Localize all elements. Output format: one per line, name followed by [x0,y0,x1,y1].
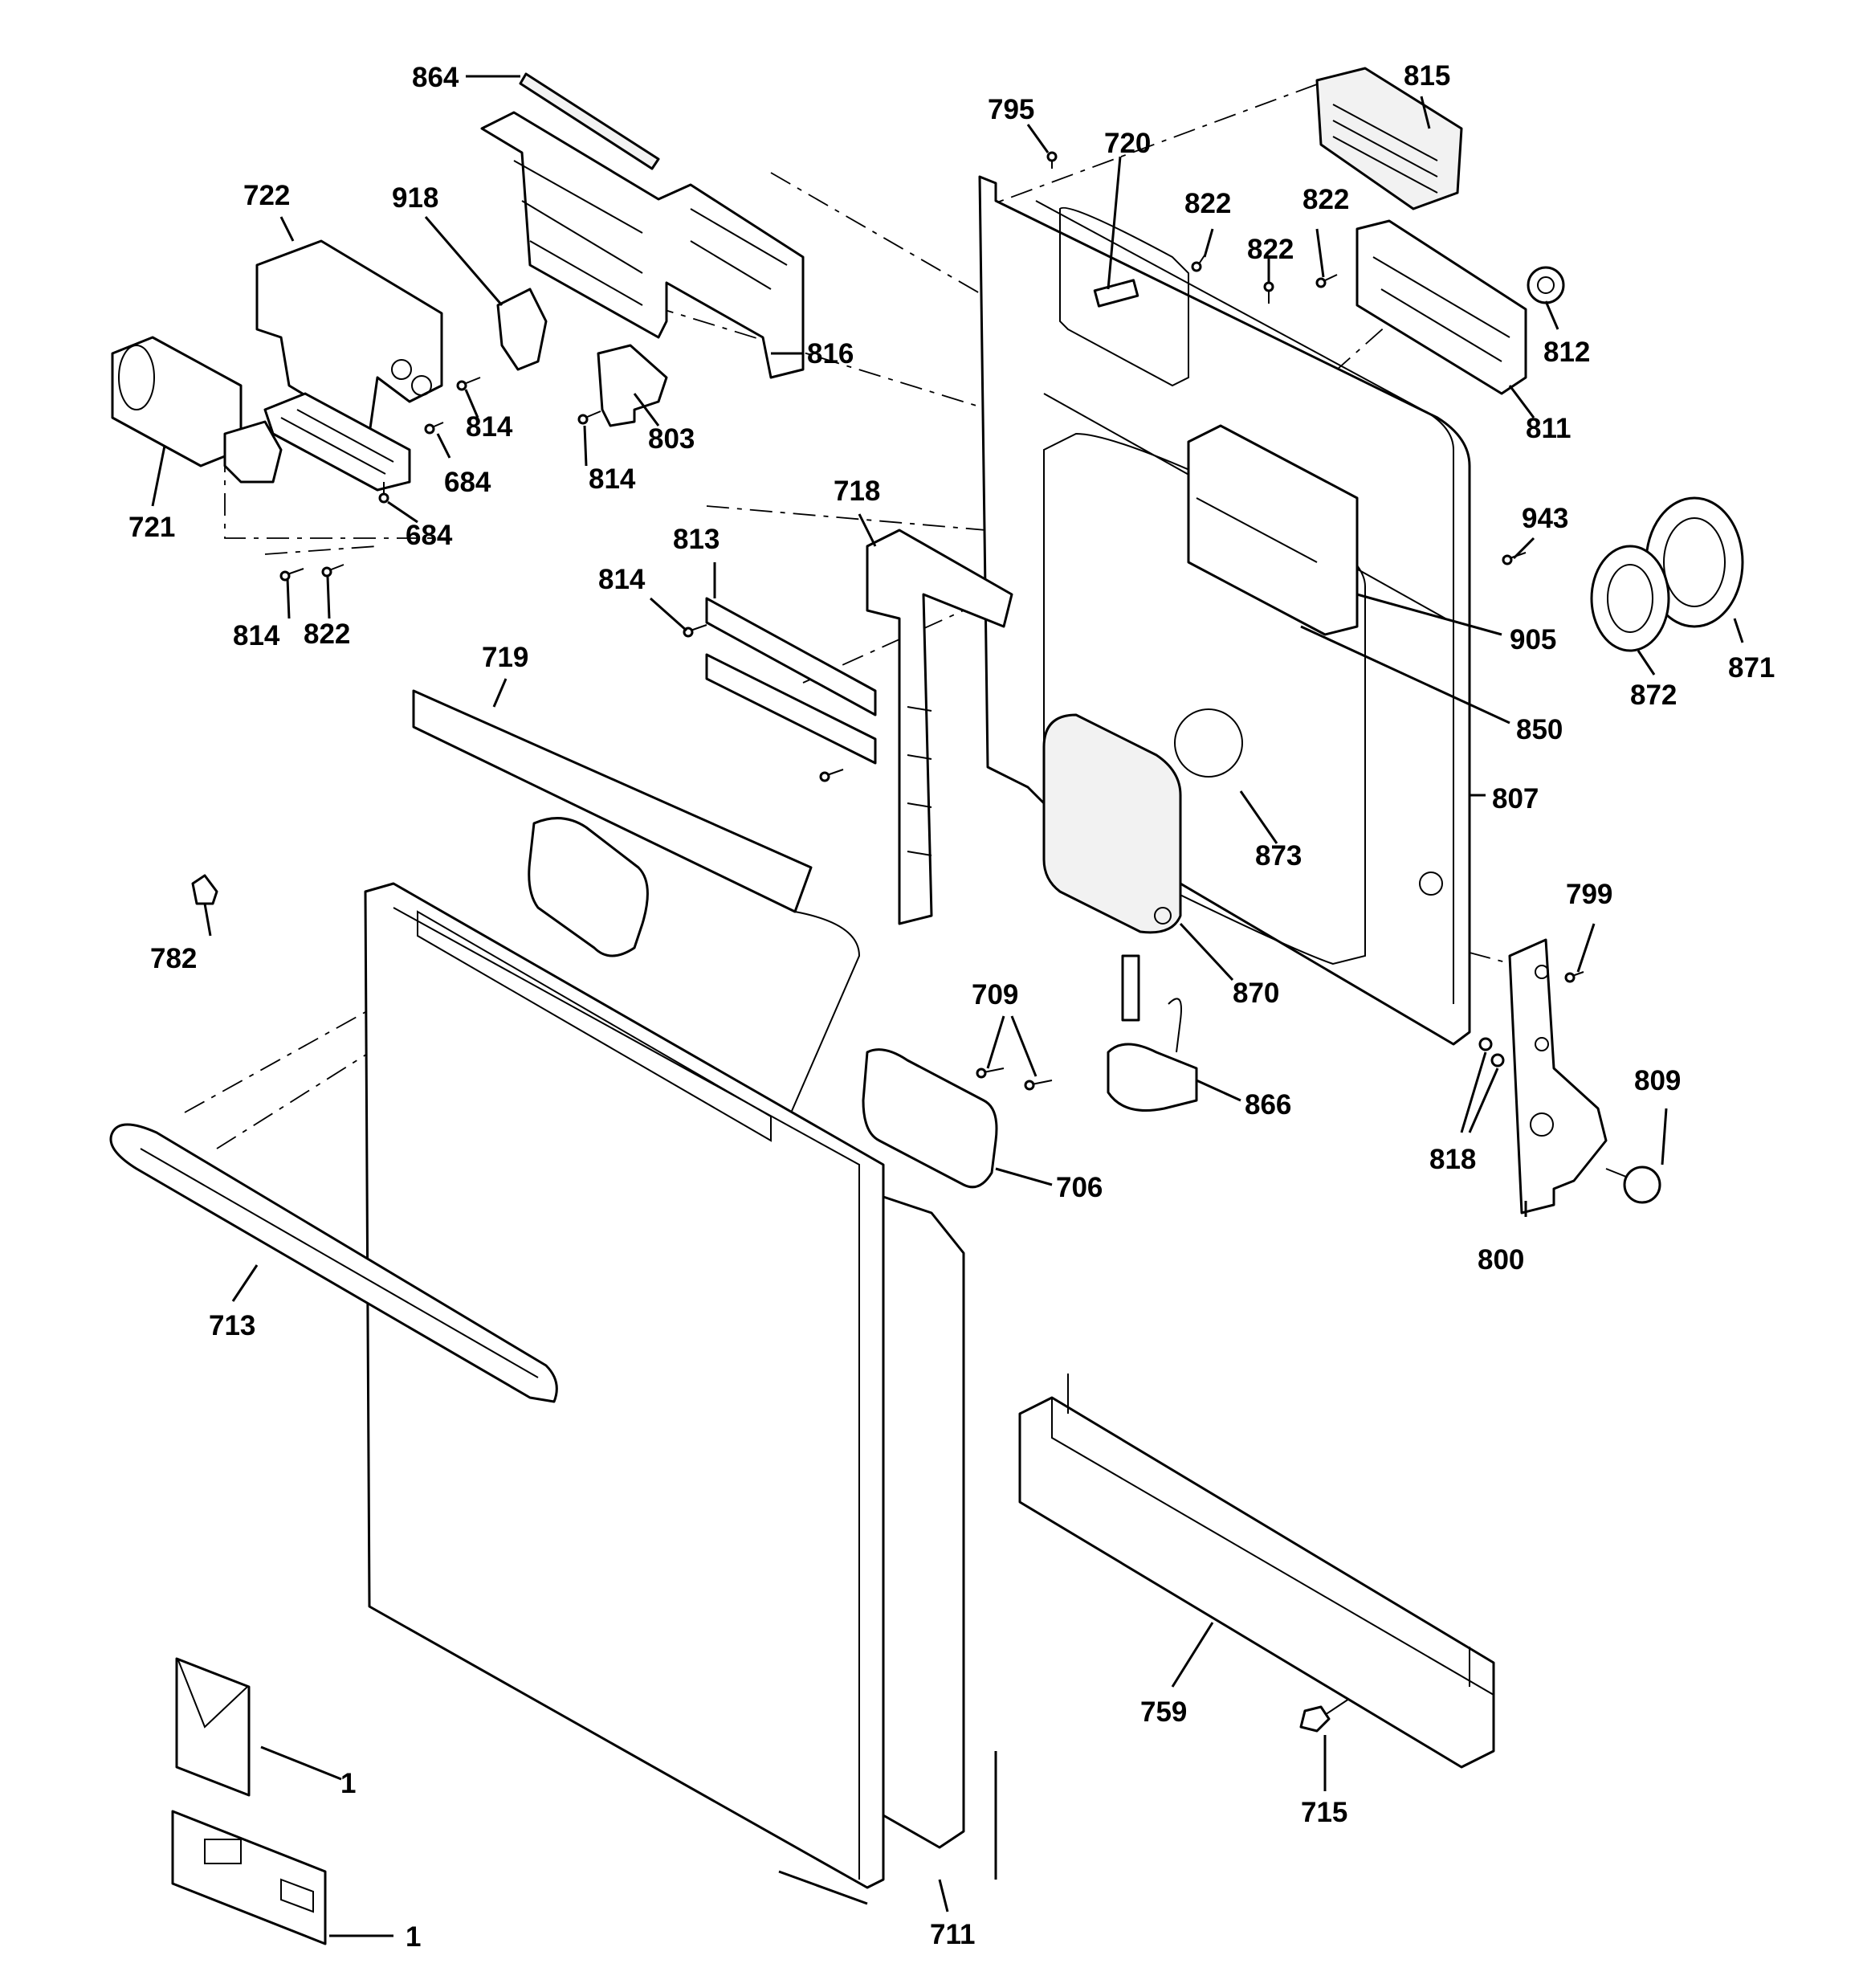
callout-814-c: 814 [233,620,280,651]
callout-809: 809 [1634,1065,1681,1096]
part-811-vent-housing [1355,219,1527,395]
part-866-valve [1107,954,1198,1112]
part-1-rating-label [171,1810,327,1945]
callout-795: 795 [988,94,1034,125]
callout-709: 709 [972,979,1018,1010]
part-782-plug [191,874,218,905]
callout-873: 873 [1255,840,1302,872]
callout-872: 872 [1630,680,1677,711]
part-711-side-trim [778,1751,997,1905]
callout-864: 864 [412,62,459,93]
callout-807: 807 [1492,783,1539,814]
part-759-kick-plate [1018,1374,1495,1769]
callout-720: 720 [1104,128,1151,159]
callout-803: 803 [648,423,695,455]
part-864-vent-strip [519,72,660,170]
part-870-sump-cover [1042,713,1182,934]
callout-822-a: 822 [304,618,350,650]
part-719-control-overlay [412,689,861,1143]
callout-814-b: 814 [589,463,636,495]
part-715-screw [1299,1698,1350,1733]
callout-812: 812 [1543,337,1590,368]
callout-905: 905 [1510,624,1556,655]
callout-871: 871 [1728,652,1775,684]
callout-706: 706 [1056,1172,1103,1203]
part-803-door-switch [597,344,668,427]
callout-722: 722 [243,180,290,211]
callout-850: 850 [1516,714,1563,745]
screws [279,151,1584,1091]
part-721-actuator [111,336,283,484]
callout-labels: 864 722 918 816 721 814 803 684 814 684 … [128,60,1775,1953]
part-905-control-board [1187,424,1359,636]
callout-684-a: 684 [444,467,491,498]
callout-822-b: 822 [1184,188,1231,219]
part-718-hose-channel [866,529,1013,925]
callout-719: 719 [482,642,528,673]
part-871-872-seals [1590,496,1744,652]
callout-1-b: 1 [406,1921,421,1953]
callout-799: 799 [1566,879,1612,910]
callout-816: 816 [807,338,854,369]
part-706-gasket-pad [862,1048,998,1189]
callout-713: 713 [209,1310,255,1341]
callout-918: 918 [392,182,438,214]
part-813-bracket [705,597,877,765]
callout-822-d: 822 [1247,234,1294,265]
callout-870: 870 [1233,978,1279,1009]
callout-684-b: 684 [406,520,453,551]
callout-813: 813 [673,524,720,555]
callout-1-a: 1 [340,1768,356,1799]
callout-721: 721 [128,512,175,543]
part-918-switch-clip [496,288,548,371]
callout-818: 818 [1429,1144,1476,1175]
callout-814-d: 814 [598,564,646,595]
part-812-vent-knob [1527,266,1565,304]
part-800-hinge [1508,938,1608,1214]
callout-782: 782 [150,943,197,974]
leader-lines [151,75,1744,1937]
callout-759: 759 [1140,1696,1187,1728]
part-818-washers [1478,1037,1505,1067]
callout-943: 943 [1522,503,1568,534]
part-815-vent-cover [1315,67,1463,210]
callout-814-a: 814 [466,411,513,443]
part-713-door-handle [109,1123,558,1403]
callout-715: 715 [1301,1797,1347,1828]
callout-822-c: 822 [1302,184,1349,215]
part-1-literature-envelope [175,1657,251,1797]
part-722-detergent-dispenser [255,239,443,492]
callout-718: 718 [834,476,880,507]
callout-811: 811 [1526,413,1571,444]
part-720-gasket-pad [528,817,649,957]
callout-815: 815 [1404,60,1450,92]
part-outer-door [364,882,965,1889]
part-816-vent-bracket [480,111,805,379]
part-809-hinge-bolt [1605,1165,1661,1204]
callout-711: 711 [930,1919,975,1950]
callout-866: 866 [1245,1089,1291,1121]
callout-800: 800 [1478,1244,1524,1276]
